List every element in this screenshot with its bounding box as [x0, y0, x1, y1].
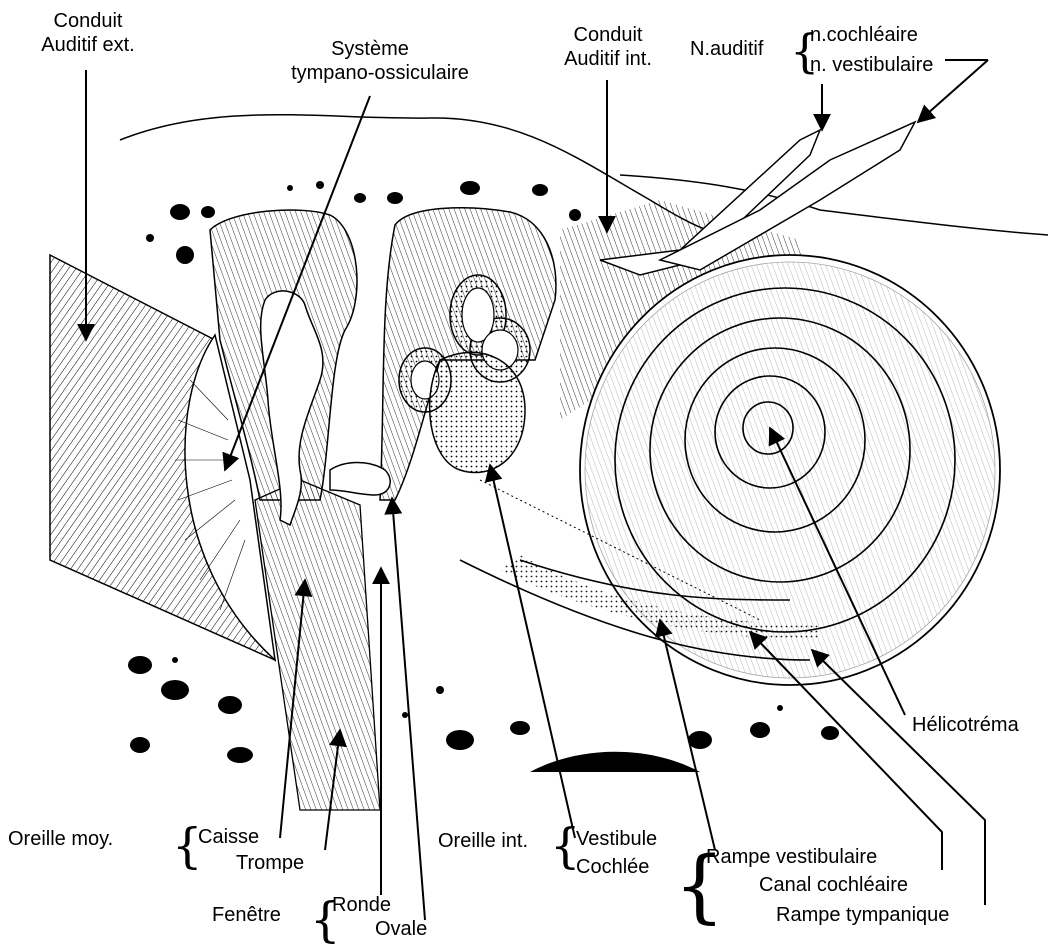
label-n-cochleaire: n.cochléaire [810, 24, 918, 46]
label-fenetre: Fenêtre [212, 904, 281, 926]
label-ronde: Ronde [332, 894, 391, 916]
incus [330, 463, 390, 496]
label-n-auditif: N.auditif [690, 38, 763, 60]
eustachian-tube [255, 480, 380, 810]
leader-ovale [392, 498, 425, 920]
label-n-vestibulaire: n. vestibulaire [810, 54, 933, 76]
label-vestibule: Vestibule [576, 828, 657, 850]
label-conduit-ext-2: Auditif ext. [18, 34, 158, 56]
vestibule [430, 352, 525, 472]
label-rampe-tympanique: Rampe tympanique [776, 904, 949, 926]
label-conduit-int-2: Auditif int. [543, 48, 673, 70]
label-ovale: Ovale [375, 918, 427, 940]
label-systeme-2: tympano-ossiculaire [275, 62, 485, 84]
label-conduit-int-1: Conduit [548, 24, 668, 46]
label-caisse: Caisse [198, 826, 259, 848]
label-rampe-vestibulaire: Rampe vestibulaire [706, 846, 877, 868]
label-cochlee: Cochlée [576, 856, 649, 878]
label-oreille-moy: Oreille moy. [8, 828, 113, 850]
label-oreille-int: Oreille int. [438, 830, 528, 852]
label-conduit-ext-1: Conduit [28, 10, 148, 32]
label-systeme-1: Système [300, 38, 440, 60]
label-helicotrema: Hélicotréma [912, 714, 1019, 736]
label-trompe: Trompe [236, 852, 304, 874]
label-canal-cochleaire: Canal cochléaire [759, 874, 908, 896]
